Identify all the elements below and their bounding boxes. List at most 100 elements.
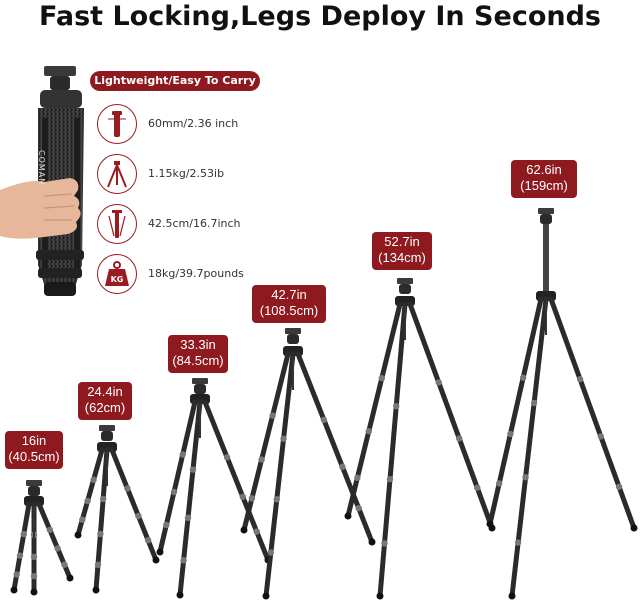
tripod-leg <box>377 301 408 599</box>
height-tag-3: 33.3in (84.5cm) <box>168 335 228 373</box>
height-tag-4: 42.7in (108.5cm) <box>252 285 326 323</box>
tripod-ball-head <box>399 284 411 294</box>
tripod-leg <box>295 351 375 545</box>
tripod-leg <box>407 301 495 531</box>
tripod-5 <box>344 278 496 600</box>
leg-lock <box>239 493 246 500</box>
leg-lock <box>163 521 170 529</box>
tripod-foot <box>92 586 100 594</box>
load-capacity-icon: KG <box>97 254 137 294</box>
leg-lock <box>99 495 107 503</box>
tripod-4 <box>240 328 376 600</box>
leg-lock <box>180 557 187 564</box>
leg-lock <box>378 375 385 382</box>
leg-lock <box>90 476 97 483</box>
leg-lock <box>54 545 61 552</box>
spec-diameter: 60mm/2.36 inch <box>148 117 239 130</box>
specs-header: Lightweight/Easy To Carry <box>90 71 260 91</box>
leg-lock <box>46 526 54 534</box>
leg-lock <box>269 412 276 419</box>
leg-lock <box>519 374 527 381</box>
height-imperial: 42.7in <box>271 287 307 302</box>
tripod-foot <box>344 512 352 520</box>
tripod-leg <box>509 296 549 599</box>
tripod-foot <box>66 574 74 582</box>
leg-lock <box>253 528 260 535</box>
folded-length-icon <box>97 204 137 244</box>
height-tag-2: 24.4in (62cm) <box>78 382 132 420</box>
tripod-foot <box>156 548 164 556</box>
height-imperial: 33.3in <box>180 337 216 352</box>
leg-lock <box>16 552 24 559</box>
tripod-foot <box>10 586 18 594</box>
spec-weight: 1.15kg/2.53ib <box>148 167 225 180</box>
tripod-head-plate <box>538 208 554 214</box>
height-tag-5: 52.7in (134cm) <box>372 232 432 270</box>
leg-lock <box>320 416 328 423</box>
height-imperial: 62.6in <box>526 162 562 177</box>
leg-lock <box>20 530 27 538</box>
leg-lock <box>135 512 142 520</box>
height-metric: (62cm) <box>84 400 126 415</box>
tripod-2 <box>74 425 160 594</box>
leg-lock <box>267 549 275 556</box>
leg-lock <box>514 539 522 546</box>
leg-lock <box>507 430 514 438</box>
tripod-foot <box>630 524 638 532</box>
tripod-foot <box>176 591 184 599</box>
leg-lock <box>97 530 104 538</box>
tripod-weight-icon <box>97 154 137 194</box>
leg-lock <box>393 403 400 410</box>
tripod-ball-head <box>194 384 206 394</box>
diameter-icon <box>97 104 137 144</box>
leg-lock <box>258 456 265 463</box>
spec-folded-length: 42.5cm/16.7inch <box>148 217 241 230</box>
tripod-leg <box>548 296 637 531</box>
leg-lock <box>530 399 538 407</box>
tripod-ball-head <box>101 431 113 441</box>
tripod-ball-head <box>540 214 552 224</box>
height-imperial: 16in <box>21 433 47 448</box>
tripod-foot <box>376 592 384 600</box>
tripod-head-plate <box>192 378 208 384</box>
tripod-head-plate <box>397 278 413 284</box>
height-imperial: 24.4in <box>87 384 123 399</box>
tripod-foot <box>74 531 82 539</box>
headline: Fast Locking,Legs Deploy In Seconds <box>38 1 601 32</box>
tripod-foot <box>30 588 38 596</box>
leg-lock <box>355 504 362 512</box>
leg-lock <box>179 451 186 458</box>
height-metric: (134cm) <box>378 250 426 265</box>
leg-lock <box>94 561 102 568</box>
leg-lock <box>184 514 192 521</box>
tripod-head-plate <box>26 480 42 486</box>
tripod-center-column <box>543 224 549 295</box>
leg-lock <box>354 474 361 482</box>
tripod-ball-head <box>28 486 40 496</box>
leg-lock <box>280 435 287 442</box>
leg-lock <box>576 375 584 383</box>
spec-load-capacity: 18kg/39.7pounds <box>148 267 244 280</box>
leg-lock <box>339 463 346 470</box>
tripod-foot <box>152 556 160 564</box>
tripod-6 <box>486 208 638 600</box>
leg-lock <box>30 553 38 560</box>
height-tag-1: 16in (40.5cm) <box>5 431 63 469</box>
leg-lock <box>597 433 604 440</box>
leg-lock <box>273 496 280 503</box>
leg-lock <box>474 484 481 491</box>
tripod-foot <box>368 538 376 546</box>
leg-lock <box>615 483 623 490</box>
height-tag-6: 62.6in (159cm) <box>511 160 577 198</box>
leg-lock <box>84 497 91 505</box>
height-metric: (40.5cm) <box>8 449 60 464</box>
leg-lock <box>456 435 463 442</box>
leg-lock <box>435 379 442 386</box>
leg-lock <box>381 540 388 547</box>
tripod-ball-head <box>287 334 299 344</box>
leg-lock <box>61 561 68 568</box>
tripod-foot <box>240 526 248 534</box>
leg-lock <box>30 572 38 580</box>
